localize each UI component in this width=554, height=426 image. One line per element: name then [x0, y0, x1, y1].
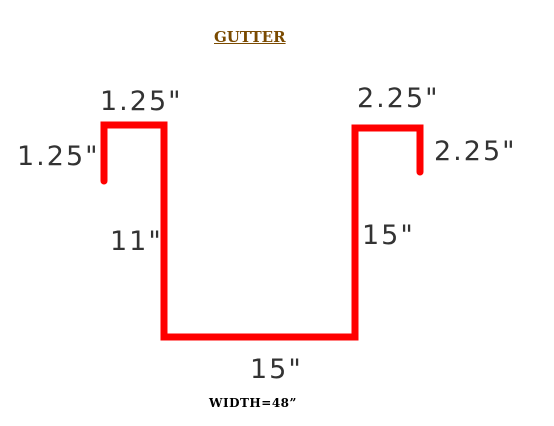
dimension-right-top-flange: 2.25" [357, 83, 440, 114]
drawing-title: GUTTER [214, 28, 286, 46]
dimension-left-wall: 11" [110, 226, 163, 257]
dimension-left-lip: 1.25" [17, 141, 100, 172]
dimension-right-lip: 2.25" [434, 136, 517, 167]
dimension-bottom: 15" [250, 354, 303, 385]
dimension-left-top-flange: 1.25" [100, 86, 183, 117]
gutter-profile-line [100, 121, 424, 341]
width-note: WIDTH=48” [209, 396, 297, 410]
dimension-right-wall: 15" [362, 220, 415, 251]
